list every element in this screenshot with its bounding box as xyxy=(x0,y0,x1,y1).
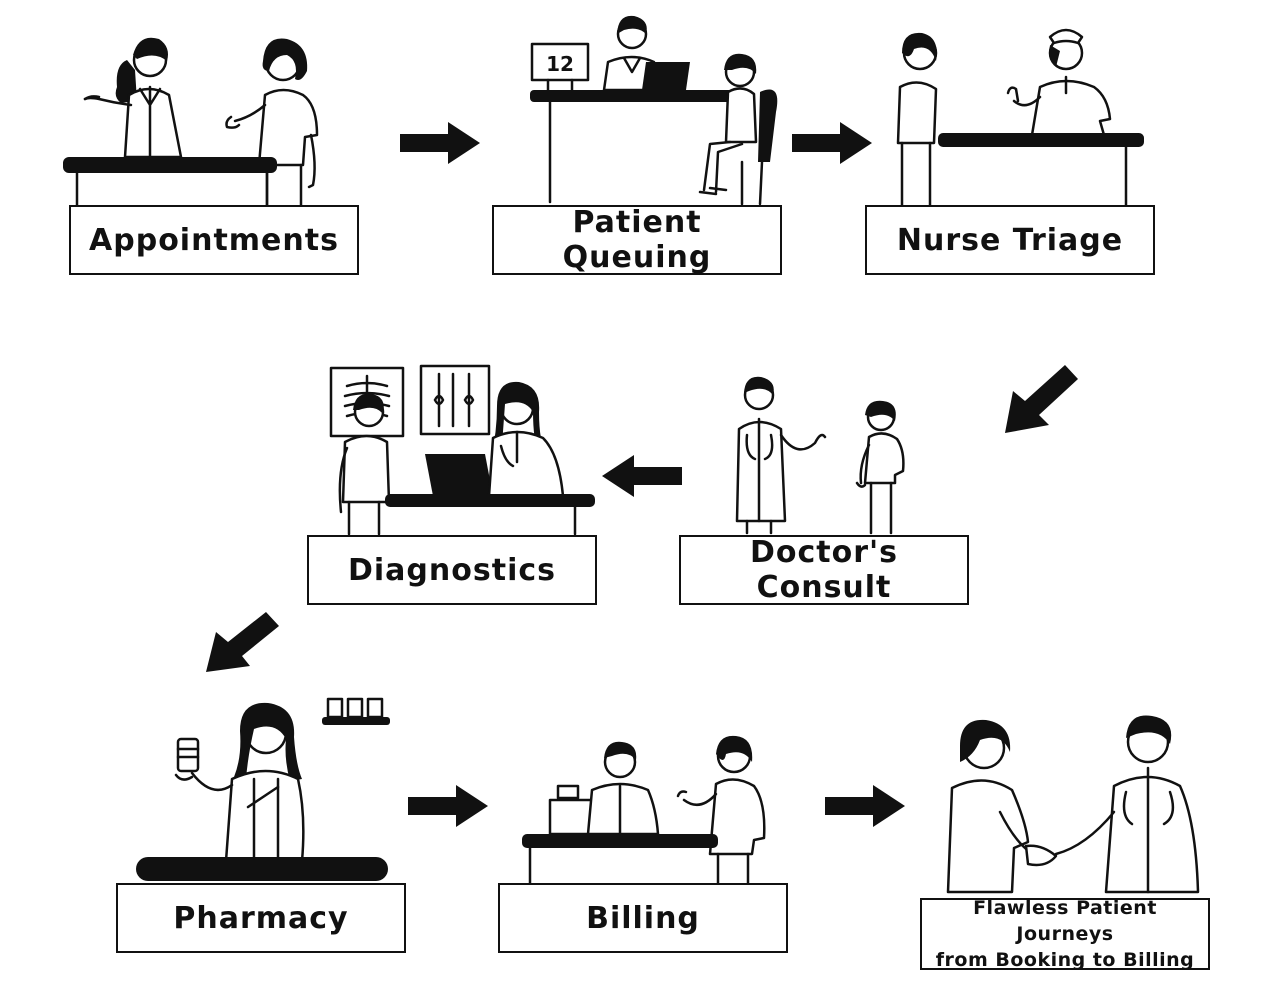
final-message-line-1: Flawless Patient Journeys xyxy=(922,895,1208,947)
pharmacist-figure xyxy=(192,703,303,861)
billing-illustration xyxy=(520,728,782,886)
doctor-figure xyxy=(737,377,825,533)
patient-figure xyxy=(227,38,318,205)
arrow-down-left-icon xyxy=(1003,365,1078,435)
nurse-figure xyxy=(1008,30,1110,135)
happy-doctor-figure xyxy=(1056,715,1198,892)
arrow-left-icon xyxy=(602,455,682,497)
nurse-triage-illustration xyxy=(880,15,1150,207)
pharmacy-illustration xyxy=(130,695,400,887)
final-message-line-2: from Booking to Billing xyxy=(936,947,1195,973)
arrow-down-left-icon xyxy=(204,612,279,674)
medicine-bottle-icon xyxy=(176,739,198,780)
step-label-diagnostics: Diagnostics xyxy=(307,535,597,605)
step-label-patient-queuing: Patient Queuing xyxy=(492,205,782,275)
queue-number: 12 xyxy=(546,52,574,76)
step-label-pharmacy: Pharmacy xyxy=(116,883,406,953)
arrow-right-icon xyxy=(792,122,872,164)
step-label-billing: Billing xyxy=(498,883,788,953)
triage-patient-figure xyxy=(898,33,937,205)
handshake-illustration xyxy=(930,712,1210,900)
billing-patient-figure xyxy=(678,736,764,884)
patient-queuing-illustration: 12 xyxy=(520,12,785,207)
cashier-figure xyxy=(588,742,658,834)
step-label-doctors-consult: Doctor's Consult xyxy=(679,535,969,605)
shaking-hands-icon xyxy=(1026,846,1056,865)
diagnostics-illustration xyxy=(325,362,600,537)
step-label-appointments: Appointments xyxy=(69,205,359,275)
arrow-right-icon xyxy=(408,785,488,827)
radiologist-figure xyxy=(489,382,563,496)
pill-bottles-shelf xyxy=(322,699,390,725)
step-label-nurse-triage: Nurse Triage xyxy=(865,205,1155,275)
cash-register-icon xyxy=(550,786,592,834)
receptionist-figure xyxy=(85,38,181,157)
seated-patient-figure xyxy=(700,54,777,204)
arrow-right-icon xyxy=(825,785,905,827)
arrow-right-icon xyxy=(400,122,480,164)
doctors-consult-illustration xyxy=(725,375,925,535)
happy-patient-figure xyxy=(948,720,1042,892)
consult-patient-figure xyxy=(857,401,903,533)
xray-leg-icon xyxy=(421,366,489,434)
appointments-illustration xyxy=(55,25,355,210)
final-message-box: Flawless Patient Journeys from Booking t… xyxy=(920,898,1210,970)
